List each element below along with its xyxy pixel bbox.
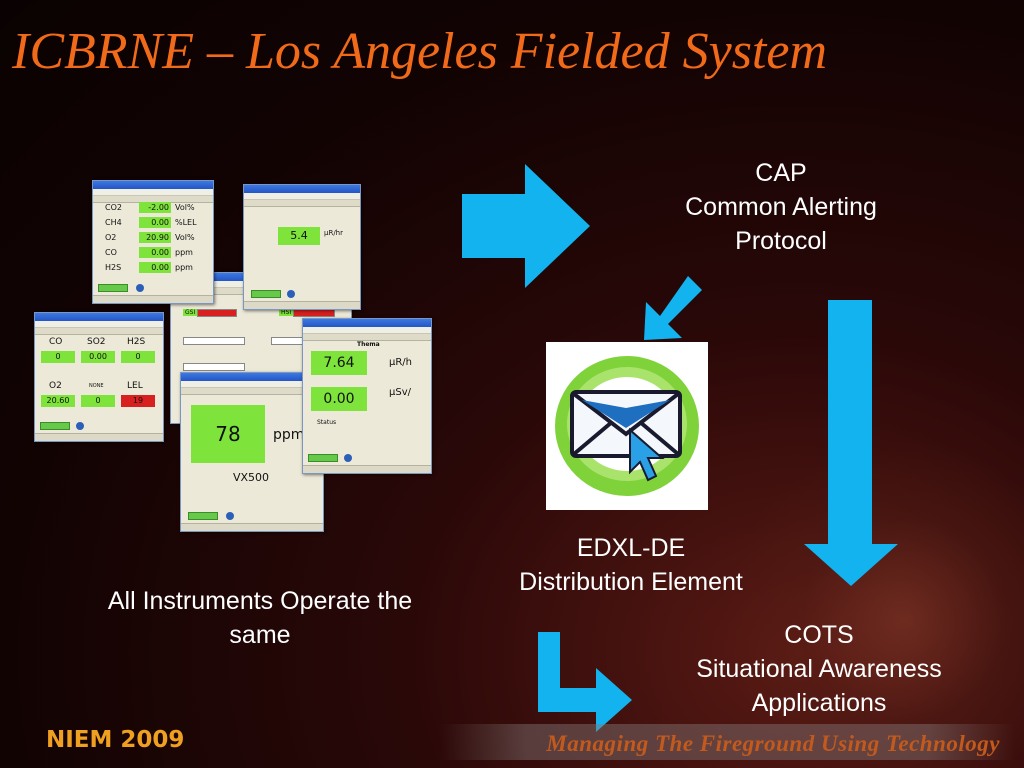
arrow-right-icon <box>462 164 590 288</box>
gsi-label: GSI <box>183 309 198 316</box>
gas-name-none: NONE <box>89 383 104 389</box>
slide-title: ICBRNE – Los Angeles Fielded System <box>12 23 828 80</box>
cots-caption: COTS Situational Awareness Applications <box>656 618 982 720</box>
arrow-down-icon <box>804 300 898 586</box>
gas-value: 0.00 <box>81 351 115 363</box>
dose-value: 0.00 <box>311 387 367 411</box>
start-button[interactable] <box>251 290 281 298</box>
gas-unit: ppm <box>175 263 193 272</box>
vx500-value: 78 <box>191 405 265 463</box>
cots-line: Situational Awareness <box>696 655 942 683</box>
edxl-caption: EDXL-DE Distribution Element <box>476 531 786 599</box>
background-flame <box>724 438 1024 768</box>
gas-unit: ppm <box>175 248 193 257</box>
cap-line: CAP <box>755 159 807 187</box>
connect-icon[interactable] <box>226 512 234 520</box>
cap-line: Common Alerting <box>685 193 877 221</box>
gas-name: CO <box>49 337 63 347</box>
cots-line: COTS <box>784 621 854 649</box>
vx500-unit: ppm <box>273 427 305 443</box>
window-thema: Thema 7.64 µR/h 0.00 µSv/ Status <box>302 318 432 474</box>
gas-name: CO2 <box>105 203 122 212</box>
gas-name: H2S <box>127 337 146 347</box>
edxl-line: Distribution Element <box>519 568 743 596</box>
envelope-icon <box>555 356 699 496</box>
gas-value: 0.00 <box>139 262 171 273</box>
radiation-value: 5.4 <box>278 227 320 245</box>
window-multi-gas: CO SO2 H2S 0 0.00 0 O2 NONE LEL 20.60 0 … <box>34 312 164 442</box>
arrow-elbow-icon <box>538 632 632 732</box>
gas-name: O2 <box>105 233 117 242</box>
gas-name: LEL <box>127 381 143 391</box>
dose-unit: µSv/ <box>389 387 411 398</box>
gas-value: -2.00 <box>139 202 171 213</box>
gas-name: CH4 <box>105 218 122 227</box>
gas-unit: %LEL <box>175 218 197 227</box>
rate-value: 7.64 <box>311 351 367 375</box>
footer-event: NIEM 2009 <box>46 727 185 753</box>
gas-value: 0 <box>121 351 155 363</box>
thema-heading: Thema <box>357 341 380 348</box>
gas-name: O2 <box>49 381 62 391</box>
instruments-caption: All Instruments Operate the same <box>52 584 468 652</box>
hsi-label: HSI <box>279 309 294 316</box>
gas-unit: Vol% <box>175 203 195 212</box>
start-button[interactable] <box>308 454 338 462</box>
window-vx500: 78 ppm VX500 <box>180 372 324 532</box>
connect-icon[interactable] <box>76 422 84 430</box>
vx500-label: VX500 <box>233 471 270 484</box>
edxl-line: EDXL-DE <box>576 534 686 562</box>
start-button[interactable] <box>188 512 218 520</box>
gas-value: 20.90 <box>139 232 171 243</box>
window-radiation-small: 5.4 µR/hr <box>243 184 361 310</box>
gas-value: 20.60 <box>41 395 75 407</box>
connect-icon[interactable] <box>287 290 295 298</box>
cap-caption: CAP Common Alerting Protocol <box>646 156 916 258</box>
footer-bar <box>440 724 1015 760</box>
cots-line: Applications <box>751 689 887 717</box>
connect-icon[interactable] <box>344 454 352 462</box>
gas-unit: Vol% <box>175 233 195 242</box>
gas-value: 0.00 <box>139 217 171 228</box>
gas-name: SO2 <box>87 337 106 347</box>
start-button[interactable] <box>40 422 70 430</box>
footer-tagline: Managing The Fireground Using Technology <box>546 731 1000 756</box>
cap-line: Protocol <box>735 227 827 255</box>
edxl-envelope-graphic <box>546 342 708 510</box>
instruments-line: All Instruments Operate the <box>107 587 413 615</box>
instruments-line: same <box>229 621 291 649</box>
connect-icon[interactable] <box>136 284 144 292</box>
gas-value: 0 <box>81 395 115 407</box>
radiation-unit: µR/hr <box>324 229 343 237</box>
gas-value: 0.00 <box>139 247 171 258</box>
gas-name: H2S <box>105 263 122 272</box>
arrow-diagonal-icon <box>644 276 702 340</box>
rate-unit: µR/h <box>389 357 413 368</box>
start-button[interactable] <box>98 284 128 292</box>
lel-alarm-value: 19 <box>121 395 155 407</box>
status-label: Status <box>317 419 337 426</box>
gas-name: CO <box>105 248 117 257</box>
window-gas-panel: CO2 -2.00 Vol% CH4 0.00 %LEL O2 20.90 Vo… <box>92 180 214 304</box>
gsi-bar <box>197 309 237 317</box>
gas-value: 0 <box>41 351 75 363</box>
